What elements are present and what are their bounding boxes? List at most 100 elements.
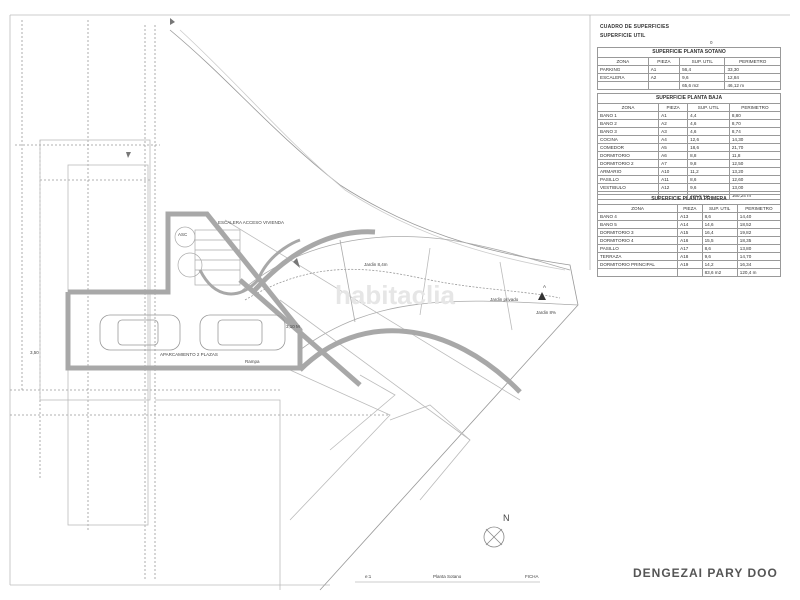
table-cell: 12,84 — [724, 73, 781, 82]
table-title: SUPERFICIE PLANTA PRIMERA — [597, 194, 781, 204]
table-cell: 21,70 — [728, 143, 782, 152]
plot-boundary — [169, 29, 579, 591]
table-cell: 11,8 — [728, 151, 782, 160]
summary-marker: 0 — [710, 40, 713, 45]
table-cell: A1 — [647, 65, 681, 74]
table-cell: PASILLO — [596, 175, 660, 184]
table-cell — [596, 268, 679, 277]
table-cell: 33,30 — [724, 65, 781, 74]
table-cell: 4,4 — [687, 111, 730, 120]
table-cell: A19 — [677, 260, 703, 269]
label-north: N — [503, 513, 510, 523]
north-arrow-icon — [483, 526, 505, 548]
col-header: SUP. UTIL — [679, 57, 726, 66]
table-cell: DORMITORIO — [596, 151, 660, 160]
table-cell: A11 — [658, 175, 689, 184]
table-cell: BANO 1 — [596, 111, 660, 120]
table-cell: 4,6 — [687, 119, 730, 128]
col-header: PERIMETRO — [736, 204, 782, 213]
table-cell: A14 — [677, 220, 703, 229]
table-cell: A6 — [658, 151, 689, 160]
footer-scale: e:1 — [365, 574, 372, 579]
table-cell: 9,8 — [687, 159, 730, 168]
table-cell: A13 — [677, 212, 703, 221]
table-cell: DORMITORIO 4 — [596, 236, 679, 245]
label-elev: 3,10 M — [286, 324, 300, 329]
table-cell: 14,30 — [728, 135, 782, 144]
col-header: PIEZA — [647, 57, 681, 66]
table-cell: 14,40 — [736, 212, 782, 221]
table-cell: 13,00 — [728, 183, 782, 192]
table-cell: TERRAZA — [596, 252, 679, 261]
table-cell: 8,70 — [728, 119, 782, 128]
summary-heading: CUADRO DE SUPERFICIES — [600, 24, 670, 30]
table-cell: 8,8 — [687, 151, 730, 160]
table-cell: 46,12 m — [724, 81, 781, 90]
table-cell: 13,20 — [728, 167, 782, 176]
col-header: ZONA — [596, 204, 679, 213]
table-cell: DORMITORIO PRINCIPAL — [596, 260, 679, 269]
summary-subheading: SUPERFICIE UTIL — [600, 33, 646, 39]
table-cell: 8,6 — [701, 212, 738, 221]
table-cell: A17 — [677, 244, 703, 253]
table-cell: A3 — [658, 127, 689, 136]
table-cell: A15 — [677, 228, 703, 237]
table-cell: 14,70 — [736, 252, 782, 261]
table-cell: 12,50 — [728, 159, 782, 168]
table-cell: DORMITORIO 2 — [596, 159, 660, 168]
table-cell: A12 — [658, 183, 689, 192]
col-header: ZONA — [597, 57, 649, 66]
table-cell: 120,4 m — [736, 268, 782, 277]
table-cell — [647, 81, 681, 90]
label-garden-right: Jardin 8% — [536, 310, 557, 315]
table-cell: A2 — [658, 119, 689, 128]
label-section-a: A — [543, 284, 547, 289]
col-header: PIEZA — [677, 204, 703, 213]
table-cell: 18,35 — [736, 236, 782, 245]
table-cell: BANO 4 — [596, 212, 679, 221]
upper-arc-wall — [253, 229, 376, 292]
table-cell: 65,6 m2 — [679, 81, 726, 90]
table-cell: COCINA — [596, 135, 660, 144]
label-garden-upper: Jardin 8,4m — [364, 262, 388, 267]
col-header: SUP. UTIL — [701, 204, 738, 213]
table-cell: 8,80 — [728, 111, 782, 120]
table-cell: 13,80 — [736, 244, 782, 253]
table-cell: 15,5 — [701, 236, 738, 245]
label-lift: ASC — [178, 232, 188, 237]
table-cell — [677, 268, 703, 277]
col-header: PERIMETRO — [728, 103, 782, 112]
table-cell: 16,34 — [736, 260, 782, 269]
table-cell — [597, 81, 649, 90]
footer-brand: DENGEZAI PARY DOO — [633, 566, 778, 580]
arrow-marker-icon — [538, 292, 546, 300]
table-cell: PARKING — [597, 65, 649, 74]
table-cell: A4 — [658, 135, 689, 144]
label-stairs-note: ESCALERA ACCESO VIVIENDA — [218, 220, 285, 225]
label-section-left: 3,50 — [30, 350, 39, 355]
table-cell: 83,6 m2 — [701, 268, 738, 277]
col-header: ZONA — [596, 103, 660, 112]
table-cell: BANO 5 — [596, 220, 679, 229]
table-cell: BANO 2 — [596, 119, 660, 128]
table-cell: 18,52 — [736, 220, 782, 229]
table-cell: 12,60 — [728, 175, 782, 184]
label-garden-lower: Jardin privado — [490, 297, 519, 302]
table-cell: A5 — [658, 143, 689, 152]
table-cell: 9,6 — [701, 252, 738, 261]
